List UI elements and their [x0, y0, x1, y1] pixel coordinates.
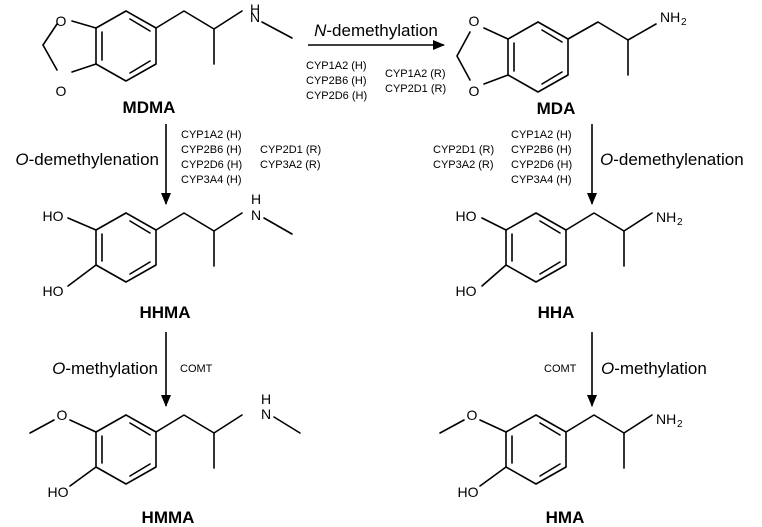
o-demethylenation-right-enzyme: CYP3A4 (H) [511, 174, 572, 186]
mda-structure: O O NH 2 MDA [456, 9, 687, 118]
hha-structure: HO HO NH 2 HHA [456, 208, 684, 322]
o-demethylenation-left-enzyme: CYP2D1 (R) [260, 144, 321, 156]
n-demethylation-enzyme: CYP2B6 (H) [306, 75, 367, 87]
o-demethylenation-right-enzyme: CYP3A2 (R) [433, 159, 494, 171]
o-demethylenation-right-enzyme: CYP1A2 (H) [511, 129, 572, 141]
hmma-bonds [29, 414, 301, 487]
reaction-n-demethylation: N-demethylation CYP1A2 (H) CYP2B6 (H) CY… [306, 21, 446, 102]
hmma-nitrogen: N [261, 406, 271, 422]
reaction-o-methylation-right: O-methylation COMT [544, 332, 707, 407]
reaction-o-demethylenation-right: O-demethylenation CYP2D1 (R) CYP3A2 (R) … [433, 124, 744, 205]
hma-methoxy-oxygen: O [467, 407, 478, 423]
o-demethylenation-left-enzyme: CYP2D6 (H) [181, 159, 242, 171]
hha-bonds [481, 212, 653, 287]
o-demethylenation-left-enzyme: CYP3A2 (R) [260, 159, 321, 171]
hma-structure: O HO NH 2 HMA [439, 407, 683, 527]
hhma-structure: HO HO N H HHMA [43, 191, 293, 322]
o-methylation-right-label: O-methylation [601, 359, 707, 378]
o-demethylenation-left-enzyme: CYP2B6 (H) [181, 144, 242, 156]
hma-bonds [439, 414, 653, 487]
mdma-oxygen-2: O [56, 83, 67, 99]
n-demethylation-enzyme: CYP2D1 (R) [385, 83, 446, 95]
mdma-structure: O O N H MDMA [42, 1, 293, 117]
hma-name: HMA [546, 508, 585, 527]
o-demethylenation-left-enzyme: CYP3A4 (H) [181, 174, 242, 186]
hha-hydroxyl-2: HO [456, 283, 477, 299]
hma-amine-subscript: 2 [677, 419, 683, 430]
mda-bonds [456, 21, 657, 93]
mdma-nitrogen: N [250, 9, 260, 25]
mdma-bonds [42, 10, 293, 82]
hma-hydroxyl: HO [458, 484, 479, 500]
reaction-o-methylation-left: O-methylation COMT [52, 332, 213, 407]
o-demethylenation-right-enzyme: CYP2B6 (H) [511, 144, 572, 156]
hha-amine-subscript: 2 [677, 217, 683, 228]
mdma-name: MDMA [123, 98, 176, 117]
mda-amine: NH [660, 9, 680, 25]
hma-amine: NH [656, 411, 676, 427]
n-demethylation-label: N-demethylation [314, 21, 438, 40]
o-demethylenation-left-enzyme: CYP1A2 (H) [181, 129, 242, 141]
hmma-structure: O HO N H HMMA [29, 391, 301, 527]
hmma-name: HMMA [142, 508, 195, 527]
o-methylation-left-enzyme: COMT [180, 363, 213, 375]
n-demethylation-enzyme: CYP1A2 (R) [385, 68, 446, 80]
mdma-nh-hydrogen: H [250, 1, 260, 17]
mda-name: MDA [537, 99, 576, 118]
hha-hydroxyl-1: HO [456, 208, 477, 224]
hmma-methoxy-oxygen: O [57, 407, 68, 423]
hmma-hydroxyl: HO [48, 484, 69, 500]
o-methylation-left-label: O-methylation [52, 359, 158, 378]
hhma-bonds [67, 212, 293, 287]
hhma-nitrogen: N [251, 207, 261, 223]
mda-oxygen-1: O [469, 13, 480, 29]
mda-oxygen-2: O [469, 83, 480, 99]
hha-amine: NH [656, 209, 676, 225]
hha-name: HHA [538, 303, 575, 322]
n-demethylation-enzyme: CYP2D6 (H) [306, 90, 367, 102]
reaction-o-demethylenation-left: O-demethylenation CYP1A2 (H) CYP2B6 (H) … [15, 124, 321, 205]
o-demethylenation-left-label: O-demethylenation [15, 150, 159, 169]
mda-amine-subscript: 2 [681, 17, 687, 28]
hhma-nh-hydrogen: H [251, 191, 261, 207]
n-demethylation-enzyme: CYP1A2 (H) [306, 60, 367, 72]
hhma-hydroxyl-2: HO [43, 283, 64, 299]
hhma-name: HHMA [140, 303, 191, 322]
hhma-hydroxyl-1: HO [43, 208, 64, 224]
o-methylation-right-enzyme: COMT [544, 363, 577, 375]
o-demethylenation-right-enzyme: CYP2D6 (H) [511, 159, 572, 171]
mdma-oxygen-1: O [56, 13, 67, 29]
o-demethylenation-right-label: O-demethylenation [600, 150, 744, 169]
hmma-nh-hydrogen: H [261, 391, 271, 407]
o-demethylenation-right-enzyme: CYP2D1 (R) [433, 144, 494, 156]
